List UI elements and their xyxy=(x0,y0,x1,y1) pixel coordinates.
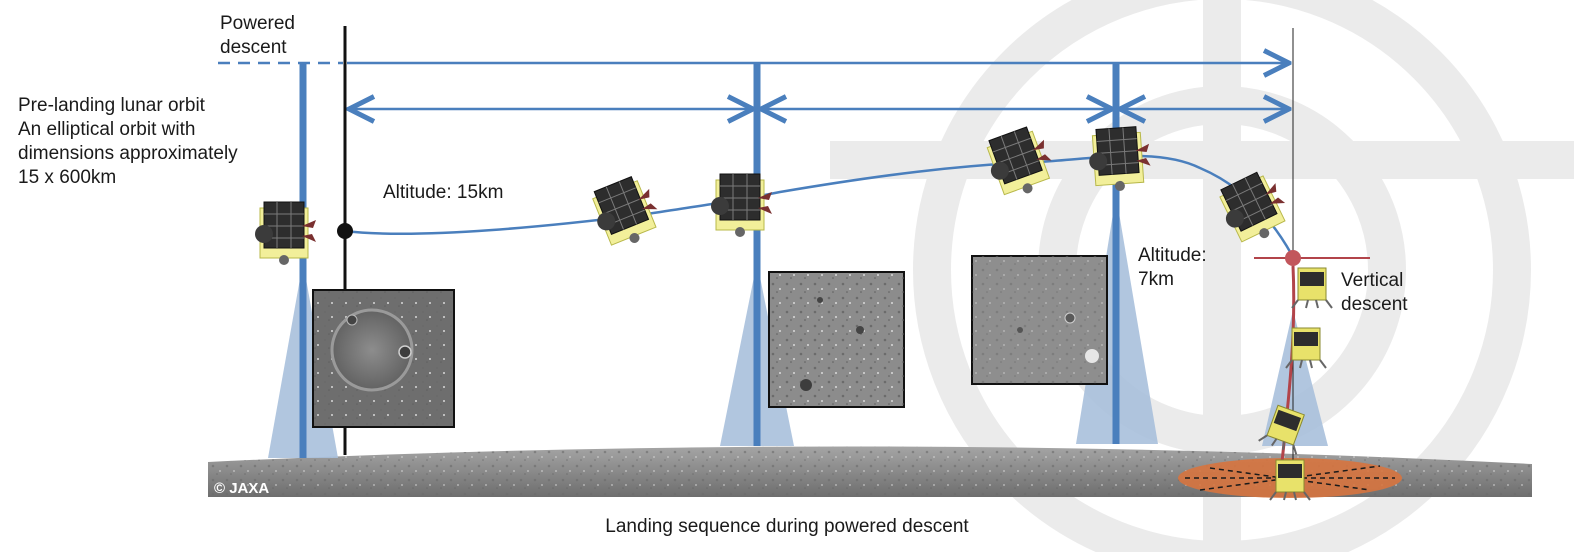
lander-spacecraft-icon xyxy=(254,201,317,266)
altitude-15km-label: Altitude: 15km xyxy=(383,182,504,203)
pre-landing-orbit-label: Pre-landing lunar orbit An elliptical or… xyxy=(18,95,238,188)
powered-descent-label: Powered descent xyxy=(220,13,295,58)
lander-spacecraft-icon xyxy=(710,173,773,238)
timeline-poles xyxy=(299,62,1120,458)
jaxa-credit: © JAXA xyxy=(214,480,270,497)
crater-image-icon xyxy=(768,271,905,408)
powered-descent-start-point xyxy=(337,223,353,239)
figure-caption: Landing sequence during powered descent xyxy=(605,516,969,537)
lander-spacecraft-icon xyxy=(1291,267,1333,309)
crater-image-icon xyxy=(971,255,1108,385)
crater-image-icon xyxy=(312,289,455,428)
altitude-7km-label: Altitude: 7km xyxy=(1138,245,1207,290)
descent-trajectory xyxy=(344,154,1295,258)
vertical-descent-start-point xyxy=(1285,250,1301,266)
vertical-descent-label: Vertical descent xyxy=(1341,270,1408,315)
phase-arrows xyxy=(218,63,1289,109)
